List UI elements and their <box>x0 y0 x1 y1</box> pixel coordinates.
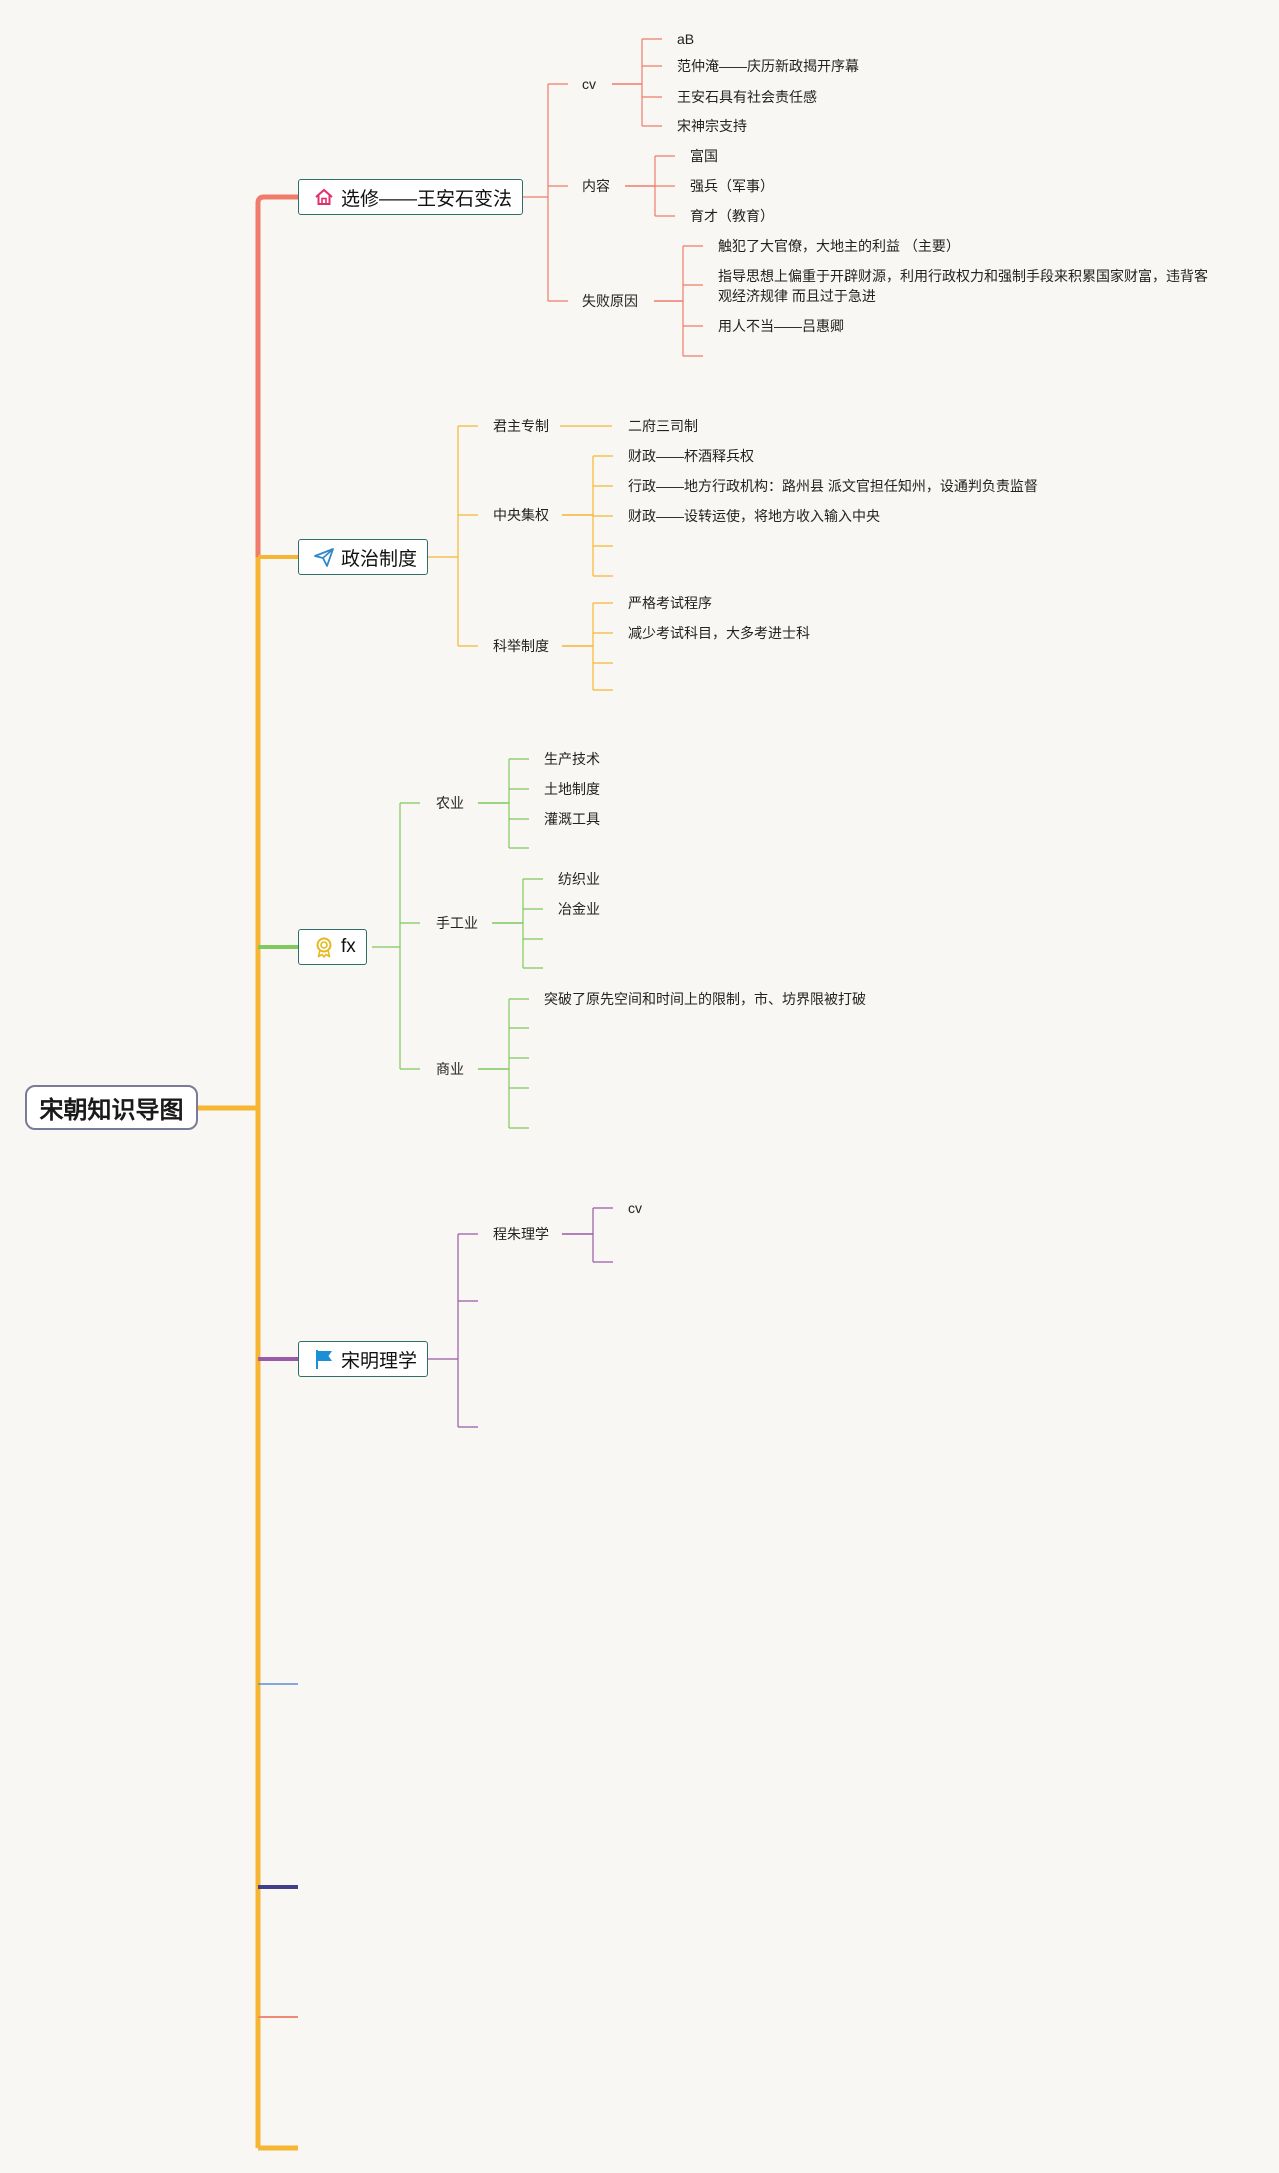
subtopic-centralization[interactable]: 中央集权 <box>493 507 549 523</box>
leaf-node[interactable]: aB <box>677 31 695 47</box>
subtopic-agriculture[interactable]: 农业 <box>436 795 464 811</box>
leaf-node[interactable]: 用人不当——吕惠卿 <box>718 318 844 334</box>
topic-label: 政治制度 <box>341 548 418 570</box>
spine-segment <box>255 194 298 557</box>
flag-icon <box>313 1348 335 1370</box>
root-node[interactable]: 宋朝知识导图 <box>25 1085 198 1130</box>
leaf-node[interactable]: 减少考试科目，大多考进士科 <box>628 625 810 641</box>
award-ribbon-icon <box>313 936 335 958</box>
root-title: 宋朝知识导图 <box>39 1097 184 1124</box>
topic-song-ming-neo-confucianism[interactable]: 宋明理学 <box>298 1341 429 1377</box>
paper-plane-icon <box>313 546 335 568</box>
leaf-node[interactable]: 二府三司制 <box>628 418 698 434</box>
leaf-node[interactable]: 指导思想上偏重于开辟财源，利用行政权力和强制手段来积累国家财富，违背客观经济规律… <box>718 268 1208 304</box>
leaf-node[interactable]: 财政——设转运使，将地方收入输入中央 <box>628 508 880 524</box>
leaf-node[interactable]: 严格考试程序 <box>628 595 712 611</box>
subtopic-commerce[interactable]: 商业 <box>436 1061 464 1077</box>
leaf-node[interactable]: 土地制度 <box>544 781 600 797</box>
leaf-node[interactable]: 突破了原先空间和时间上的限制，市、坊界限被打破 <box>544 991 866 1007</box>
subtopic-imperial-exam[interactable]: 科举制度 <box>493 638 549 654</box>
home-icon <box>313 186 335 208</box>
leaf-node[interactable]: 触犯了大官僚，大地主的利益 （主要） <box>718 238 960 254</box>
leaf-node[interactable]: 富国 <box>690 148 718 164</box>
leaf-node[interactable]: 灌溉工具 <box>544 811 600 827</box>
topic-label: 宋明理学 <box>341 1350 418 1372</box>
subtopic-cv[interactable]: cv <box>582 76 596 92</box>
subtopic-failure-reasons[interactable]: 失败原因 <box>582 293 638 309</box>
subtopic-content[interactable]: 内容 <box>582 178 610 194</box>
leaf-node[interactable]: 宋神宗支持 <box>677 118 747 134</box>
topic-fx[interactable]: fx <box>298 929 367 965</box>
topic-wang-anshi-reform[interactable]: 选修——王安石变法 <box>298 179 524 215</box>
leaf-node[interactable]: 生产技术 <box>544 751 600 767</box>
leaf-node[interactable]: 强兵（军事） <box>690 178 774 194</box>
leaf-node[interactable]: 范仲淹——庆历新政揭开序幕 <box>677 58 859 74</box>
topic-political-system[interactable]: 政治制度 <box>298 539 429 575</box>
leaf-node[interactable]: 纺织业 <box>558 871 600 887</box>
subtopic-autocracy[interactable]: 君主专制 <box>493 418 549 434</box>
leaf-node[interactable]: 育才（教育） <box>690 208 774 224</box>
subtopic-handicraft[interactable]: 手工业 <box>436 915 478 931</box>
leaf-node[interactable]: 王安石具有社会责任感 <box>677 89 817 105</box>
subtopic-cheng-zhu[interactable]: 程朱理学 <box>493 1226 549 1242</box>
leaf-node[interactable]: 冶金业 <box>558 901 600 917</box>
topic-label: 选修——王安石变法 <box>341 188 513 210</box>
leaf-node[interactable]: cv <box>628 1200 642 1216</box>
leaf-node[interactable]: 行政——地方行政机构：路州县 派文官担任知州，设通判负责监督 <box>628 478 1038 494</box>
topic-label: fx <box>341 936 356 957</box>
leaf-node[interactable]: 财政——杯酒释兵权 <box>628 448 754 464</box>
